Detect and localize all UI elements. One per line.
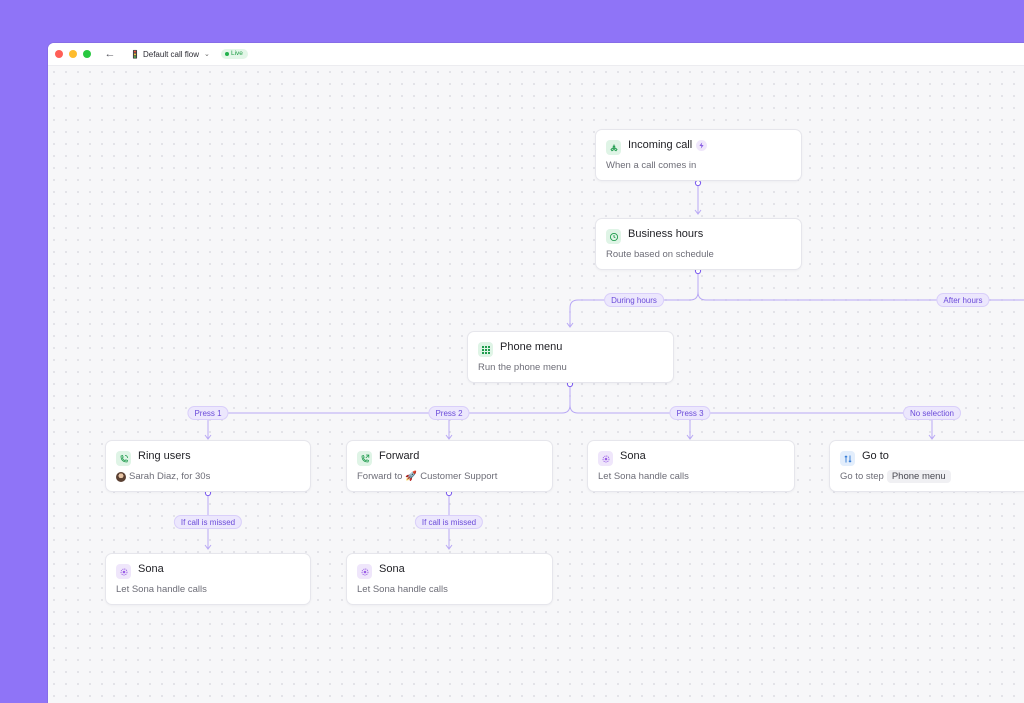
node-sona-press-3[interactable]: Sona Let Sona handle calls: [587, 440, 795, 492]
sona-ai-icon: [357, 564, 372, 579]
node-ring-users[interactable]: Ring users Sarah Diaz, for 30s: [105, 440, 311, 492]
live-dot-icon: [225, 52, 229, 56]
node-incoming-call[interactable]: Incoming call When a call comes in: [595, 129, 802, 181]
clock-icon: [606, 229, 621, 244]
edge-label-press-3[interactable]: Press 3: [669, 406, 711, 420]
flow-name: Default call flow: [142, 49, 199, 59]
node-title: Ring users: [138, 450, 191, 462]
node-sona-forward[interactable]: Sona Let Sona handle calls: [346, 553, 553, 605]
edge-label-during-hours[interactable]: During hours: [604, 293, 664, 307]
node-go-to[interactable]: Go to Go to step Phone menu: [829, 440, 1024, 492]
node-title: Sona: [138, 563, 164, 575]
edge-label-missed-1[interactable]: If call is missed: [173, 515, 243, 529]
live-label: Live: [231, 50, 243, 57]
sona-ai-icon: [116, 564, 131, 579]
back-arrow-icon[interactable]: ←: [104, 48, 116, 60]
avatar: [116, 471, 126, 482]
node-subtitle: Sarah Diaz, for 30s: [129, 471, 211, 482]
node-title: Incoming call: [628, 139, 693, 151]
node-title: Go to: [862, 450, 889, 462]
node-subtitle: When a call comes in: [606, 160, 697, 171]
live-status-badge: Live: [221, 49, 248, 59]
node-title: Sona: [379, 563, 405, 575]
phone-ringing-icon: [116, 451, 131, 466]
phone-incoming-icon: [606, 140, 621, 155]
close-window-button[interactable]: [55, 50, 63, 58]
forward-target: Customer Support: [420, 471, 498, 482]
rocket-emoji-icon: 🚀: [405, 471, 418, 482]
node-subtitle: Let Sona handle calls: [357, 584, 448, 595]
flow-canvas[interactable]: [48, 66, 1024, 703]
edge-label-after-hours[interactable]: After hours: [936, 293, 990, 307]
flow-emoji: 🚦: [130, 49, 140, 59]
edge-label-no-selection[interactable]: No selection: [902, 406, 962, 420]
title-bar: ← 🚦 Default call flow ⌄ Live: [48, 43, 1024, 66]
chevron-down-icon: ⌄: [204, 51, 210, 58]
step-chip[interactable]: Phone menu: [886, 470, 951, 483]
maximize-window-button[interactable]: [83, 50, 91, 58]
node-subtitle: Run the phone menu: [478, 362, 567, 373]
go-to-step-icon: [840, 451, 855, 466]
sona-ai-icon: [598, 451, 613, 466]
node-subtitle: Route based on schedule: [606, 249, 714, 260]
edge-label-missed-2[interactable]: If call is missed: [414, 515, 484, 529]
lightning-icon: [696, 139, 708, 151]
node-subtitle: Let Sona handle calls: [598, 471, 689, 482]
flow-selector[interactable]: 🚦 Default call flow ⌄: [130, 47, 210, 61]
minimize-window-button[interactable]: [69, 50, 77, 58]
node-title: Phone menu: [500, 341, 563, 353]
node-title: Forward: [379, 450, 420, 462]
node-title: Business hours: [628, 228, 704, 240]
keypad-grid-icon: [478, 342, 493, 357]
phone-forward-icon: [357, 451, 372, 466]
node-business-hours[interactable]: Business hours Route based on schedule: [595, 218, 802, 270]
node-subtitle: Let Sona handle calls: [116, 584, 207, 595]
edge-label-press-1[interactable]: Press 1: [187, 406, 229, 420]
node-subtitle-prefix: Go to step: [840, 471, 884, 482]
node-subtitle-prefix: Forward to: [357, 471, 403, 482]
node-sona-ring-users[interactable]: Sona Let Sona handle calls: [105, 553, 311, 605]
node-forward[interactable]: Forward Forward to 🚀 Customer Support: [346, 440, 553, 492]
node-title: Sona: [620, 450, 646, 462]
edge-label-press-2[interactable]: Press 2: [428, 406, 470, 420]
node-phone-menu[interactable]: Phone menu Run the phone menu: [467, 331, 674, 383]
